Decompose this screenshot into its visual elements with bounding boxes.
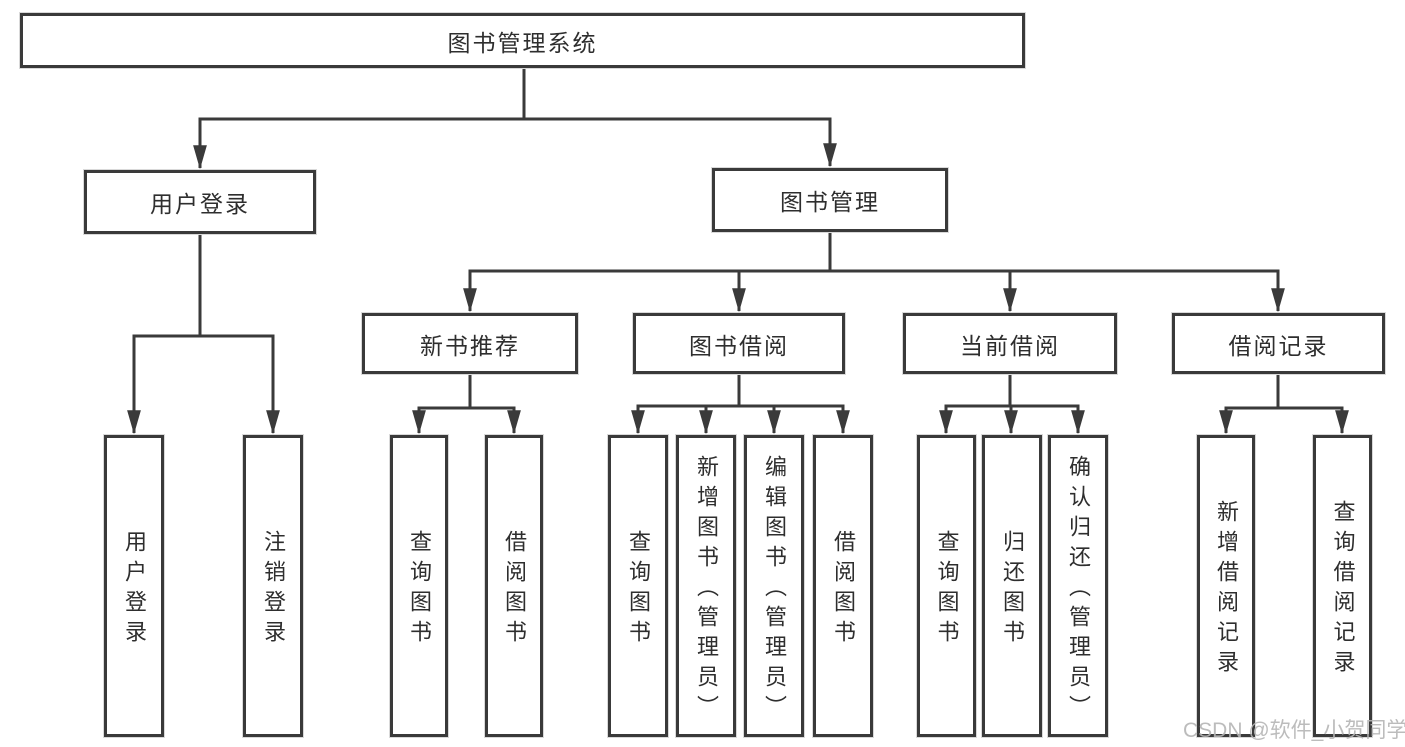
connector-user-login-branch: [132, 234, 275, 338]
leaf-label: 查询图书: [934, 530, 960, 650]
connector-root-branch: [198, 68, 832, 121]
leaf-label: 借阅图书: [831, 530, 856, 650]
node-label: 当前借阅: [960, 332, 1060, 359]
leaf-borrow-books: 借阅图书: [813, 435, 873, 737]
leaf-label: 查询图书: [407, 530, 432, 650]
leaf-add-borrow-record: 新增借阅记录: [1197, 435, 1255, 737]
node-user-login: 用户登录: [84, 170, 316, 234]
node-label: 用户登录: [150, 191, 250, 217]
node-label: 图书管理系统: [447, 29, 598, 56]
node-book-borrow: 图书借阅: [633, 313, 845, 374]
connector-new-book-branch: [417, 374, 516, 410]
node-borrow-records: 借阅记录: [1172, 313, 1385, 374]
leaf-confirm-return-admin: 确认归还（管理员）: [1048, 435, 1108, 737]
leaf-user-login: 用户登录: [104, 435, 164, 737]
leaf-add-book-admin: 新增图书（管理员）: [676, 435, 736, 737]
node-label: 图书借阅: [689, 332, 789, 359]
leaf-label: 新增图书（管理员）: [694, 455, 719, 725]
node-new-book-recommend: 新书推荐: [362, 313, 578, 374]
leaf-query-books-current: 查询图书: [917, 435, 976, 737]
leaf-query-books-borrow: 查询图书: [608, 435, 668, 737]
leaf-label: 查询借阅记录: [1330, 500, 1356, 680]
connector-current-borrow-branch: [944, 374, 1080, 408]
node-current-borrow: 当前借阅: [903, 313, 1117, 374]
leaf-label: 用户登录: [122, 530, 147, 650]
leaf-borrow-books-recommend: 借阅图书: [485, 435, 543, 737]
node-label: 新书推荐: [420, 332, 520, 359]
leaf-query-borrow-record: 查询借阅记录: [1313, 435, 1372, 737]
connector-borrow-records-branch: [1224, 374, 1344, 410]
connector-book-borrow-branch: [636, 374, 845, 408]
watermark: CSDN @软件_小贺同学: [1183, 719, 1405, 742]
node-book-management: 图书管理: [712, 168, 948, 232]
connector-book-management-branch: [468, 232, 1280, 273]
leaf-label: 借阅图书: [502, 530, 527, 650]
leaf-logout: 注销登录: [243, 435, 303, 737]
leaf-label: 编辑图书（管理员）: [762, 455, 787, 725]
leaf-label: 查询图书: [626, 530, 651, 650]
node-label: 图书管理: [780, 189, 880, 215]
leaf-label: 归还图书: [1000, 530, 1025, 650]
leaf-query-books-recommend: 查询图书: [390, 435, 448, 737]
leaf-edit-book-admin: 编辑图书（管理员）: [744, 435, 804, 737]
leaf-label: 新增借阅记录: [1214, 500, 1239, 680]
node-library-management-system: 图书管理系统: [20, 13, 1025, 68]
node-label: 借阅记录: [1228, 332, 1329, 359]
leaf-label: 确认归还（管理员）: [1066, 455, 1091, 725]
leaf-return-books: 归还图书: [982, 435, 1042, 737]
leaf-label: 注销登录: [261, 530, 286, 650]
